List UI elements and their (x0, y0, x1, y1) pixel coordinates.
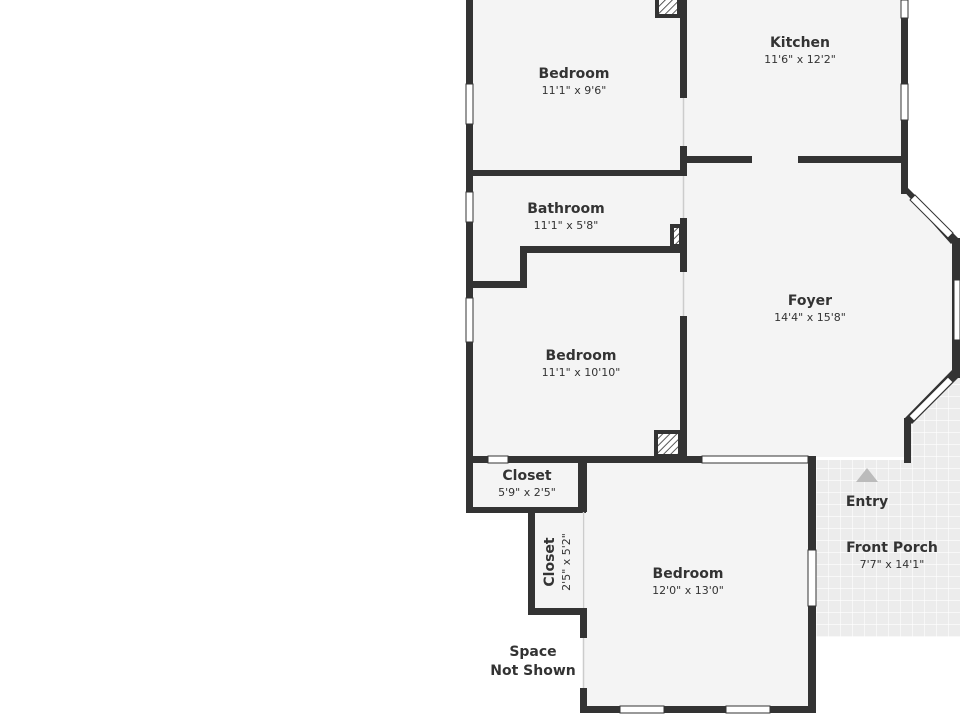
closet-b-label-group: Closet 2'5" x 5'2" (542, 533, 573, 591)
window (908, 376, 954, 422)
window (909, 194, 954, 239)
room-labels: Bedroom 11'1" x 9'6" Kitchen 11'6" x 12'… (490, 35, 938, 679)
structural-blocks (654, 0, 683, 458)
room-dims-bedroom-top: 11'1" x 9'6" (542, 84, 607, 97)
window (487, 455, 509, 464)
window (953, 279, 960, 341)
room-name-front-porch: Front Porch (846, 540, 938, 556)
window (465, 83, 474, 125)
porch-floor (816, 372, 960, 637)
room-dims-front-porch: 7'7" x 14'1" (860, 558, 925, 571)
window (900, 0, 909, 19)
hatched-block (654, 430, 682, 458)
room-name-kitchen: Kitchen (770, 35, 830, 51)
room-name-closet-a: Closet (502, 468, 552, 484)
openings (582, 98, 685, 688)
room-name-bedroom-mid: Bedroom (546, 348, 617, 364)
room-name-bathroom: Bathroom (527, 201, 605, 217)
room-dims-kitchen: 11'6" x 12'2" (764, 53, 836, 66)
room-name-bedroom-bottom: Bedroom (653, 566, 724, 582)
room-dims-closet-a: 5'9" x 2'5" (498, 486, 556, 499)
room-name-closet-b: Closet (542, 537, 558, 587)
window (725, 705, 771, 714)
window (619, 705, 665, 714)
floor-fills (470, 0, 960, 708)
room-dims-closet-b: 2'5" x 5'2" (560, 533, 573, 591)
room-dims-bedroom-mid: 11'1" x 10'10" (542, 366, 621, 379)
window (465, 191, 474, 223)
space-label-line1: Space (509, 644, 556, 660)
room-dims-bedroom-bottom: 12'0" x 13'0" (652, 584, 724, 597)
space-label-line2: Not Shown (490, 663, 575, 679)
windows (465, 0, 960, 714)
hatched-block (670, 224, 683, 248)
entry-arrow-icon (856, 468, 878, 482)
window (900, 83, 909, 121)
window (701, 455, 809, 464)
room-dims-foyer: 14'4" x 15'8" (774, 311, 846, 324)
room-name-bedroom-top: Bedroom (539, 66, 610, 82)
room-name-foyer: Foyer (788, 293, 832, 309)
hatched-block (655, 0, 681, 18)
room-dims-bathroom: 11'1" x 5'8" (534, 219, 599, 232)
window (465, 297, 474, 343)
window (807, 549, 817, 607)
entry-label: Entry (846, 494, 888, 510)
